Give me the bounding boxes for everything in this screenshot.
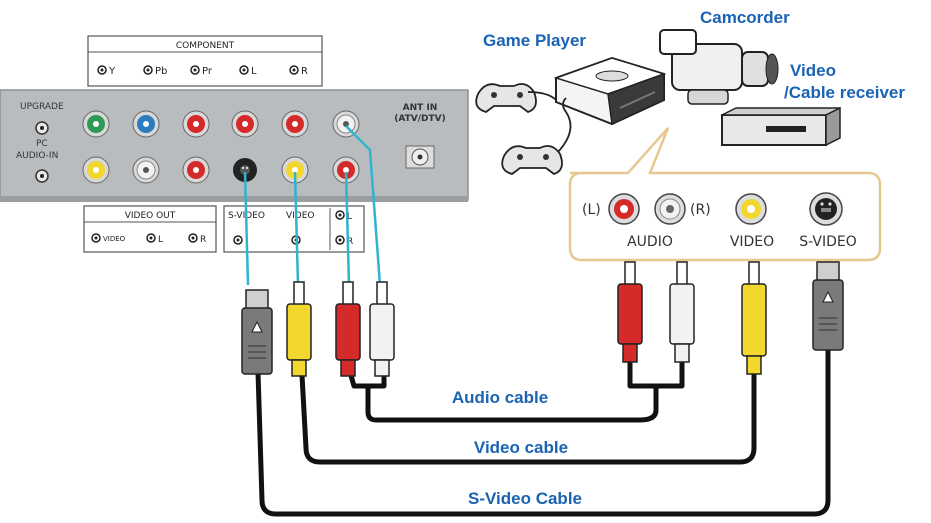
component-jack-pr: Pr [202,66,213,77]
audio-white-plug-right [669,261,695,363]
game-controller-icon [475,83,557,114]
game-player-label: Game Player [483,31,586,50]
audio-red-plug-left [335,281,361,377]
device-audio-label: AUDIO [627,234,673,250]
jack-component-pb [132,110,160,138]
link-video [293,171,300,286]
device-jack-audio-r [654,193,686,225]
camcorder-label: Camcorder [700,8,790,27]
component-jack-r: R [301,66,308,77]
audio-in-label: AUDIO-IN [16,151,58,161]
receiver-label-line2: /Cable receiver [784,83,905,102]
component-jack-l: L [251,66,257,77]
link-audio-red [344,171,351,286]
device-video-label: VIDEO [730,234,774,250]
device-svideo-label: S-VIDEO [799,234,856,250]
jack-video-in [281,156,309,184]
jack-component-pr [182,110,210,138]
audio-white-plug-left [369,281,395,377]
video-plug-right [741,261,767,375]
video-out-box: VIDEO OUT VIDEO L R [83,205,217,253]
component-jack-labels: Y Pb Pr L R [97,65,308,77]
game-console-icon [553,56,667,126]
input-r-label: R [347,237,353,247]
svideo-plug-left [241,289,273,375]
input-l-label: L [347,212,352,222]
link-svideo [243,171,250,286]
jack-svideo-in [233,158,257,182]
jack-video-out [82,156,110,184]
audio-red-plug-right [617,261,643,363]
jack-component-l [231,110,259,138]
jack-video-out-r [182,156,210,184]
cable-wires [255,348,831,517]
upgrade-port [35,121,49,135]
video-out-r: R [200,235,206,245]
audio-cable-label: Audio cable [452,388,548,407]
component-title: COMPONENT [176,41,235,51]
audio-cable-wire [347,371,659,423]
device-jack-audio-l [608,193,640,225]
pc-label: PC [36,139,48,149]
component-jack-y: Y [108,66,116,77]
upgrade-label: UPGRADE [20,102,64,112]
component-jack-pb: Pb [155,66,167,77]
device-jack-video [735,193,767,225]
jack-audio-r-in [332,156,360,184]
pc-audio-in-port [35,169,49,183]
video-cable-wire [299,372,757,465]
jack-video-out-l [132,156,160,184]
video-out-l: L [158,235,163,245]
receiver-label-line1: Video [790,61,836,80]
audio-cable-split [627,360,685,389]
component-box: COMPONENT Y Pb Pr L R [87,35,323,87]
device-jack-svideo [809,192,843,226]
video-plug-left [286,281,312,377]
input-video-label: VIDEO [286,211,315,221]
camcorder-icon [659,29,779,105]
svideo-plug-right [812,261,844,351]
top-row-jacks [82,110,360,138]
video-receiver-icon [721,106,841,147]
device-output-panel: (L) (R) AUDIO VIDEO S-VIDEO [568,127,882,262]
ant-in-connector [405,145,435,169]
link-lines [243,125,382,286]
svideo-cable-label: S-Video Cable [468,489,582,508]
jack-component-y [82,110,110,138]
video-cable-label: Video cable [474,438,568,457]
ant-in-label: ANT IN [403,103,438,113]
svideo-cable-wire [255,348,831,517]
link-audio-white [345,125,382,286]
device-r-label: (R) [690,202,711,218]
device-l-label: (L) [582,202,601,218]
ant-in-sublabel: (ATV/DTV) [394,114,445,124]
jack-audio-l-in [332,110,360,138]
video-out-video: VIDEO [103,235,126,243]
video-out-title: VIDEO OUT [125,211,176,221]
jack-component-r [281,110,309,138]
game-controller-icon-2 [501,97,572,176]
tv-panel: COMPONENT Y Pb Pr L R UPGRADE PC AUDIO-I… [0,35,469,253]
bottom-row-jacks [82,156,360,184]
